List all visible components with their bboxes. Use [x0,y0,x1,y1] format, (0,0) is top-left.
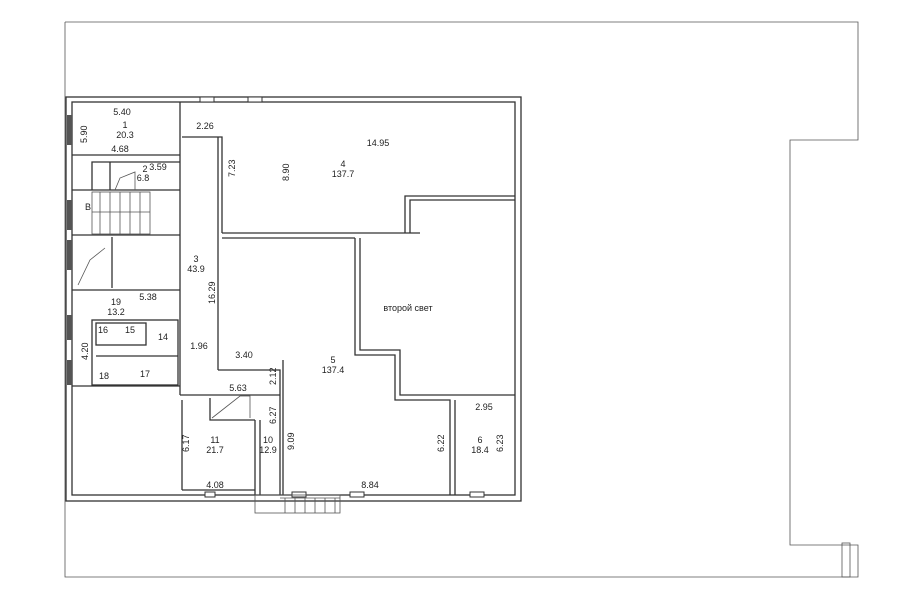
dimension-label: 7.23 [227,159,237,177]
site-boundary [64,21,859,578]
room-17-number: 17 [140,369,150,379]
room-2-number: 2 [142,164,147,174]
room-15-number: 15 [125,325,135,335]
dimension-label: 4.20 [80,342,90,360]
room-1-area: 20.3 [116,130,134,140]
room-4-area: 137.7 [332,169,355,179]
dimension-label: 5.63 [229,383,247,393]
dimension-label: 2.95 [475,402,493,412]
room-5-area: 137.4 [322,365,345,375]
room-11-area: 21.7 [206,445,224,455]
dimension-label: 3.59 [149,162,167,172]
room-6-number: 6 [477,435,482,445]
dimension-label: 14.95 [367,138,390,148]
room-10-number: 10 [263,435,273,445]
room-19-number: 19 [111,297,121,307]
room-11-number: 11 [210,435,219,445]
dimension-label: 5.38 [139,292,157,302]
dimension-label: 4.08 [206,480,224,490]
dimension-label: 6.23 [495,434,505,452]
dimension-label: 1.96 [190,341,208,351]
dimension-label: 6.17 [181,434,191,452]
room-10-area: 12.9 [259,445,277,455]
dimension-label: 8.90 [281,163,291,181]
room-4-number: 4 [340,159,345,169]
second-light-label: второй свет [383,303,432,313]
dimension-label: 9.09 [286,432,296,450]
dimension-label: 2.26 [196,121,214,131]
room-16-number: 16 [98,325,108,335]
interior-walls [72,102,515,495]
dimension-label: 2.12 [268,367,278,385]
dimension-label: 8.84 [361,480,379,490]
stair-label: B [85,202,91,212]
dimension-label: 16.29 [207,281,217,304]
stairs [77,171,341,514]
dimension-label: 4.68 [111,144,129,154]
dimension-label: 5.90 [79,125,89,143]
dimension-label: 6.27 [268,406,278,424]
entrance-detail [841,542,851,578]
room-19-area: 13.2 [107,307,125,317]
room-1-number: 1 [122,120,127,130]
dimension-labels: 5.40 5.90 4.68 3.59 2.26 7.23 8.90 14.95… [79,107,505,490]
room-labels: 1 20.3 2 6.8 3 43.9 4 137.7 5 137.4 6 18… [85,120,489,455]
room-14-number: 14 [158,332,168,342]
dimension-label: 6.22 [436,434,446,452]
room-5-number: 5 [330,355,335,365]
room-2-area: 6.8 [137,173,150,183]
room-18-number: 18 [99,371,109,381]
room-3-number: 3 [193,254,198,264]
room-3-area: 43.9 [187,264,205,274]
room-6-area: 18.4 [471,445,489,455]
dimension-label: 3.40 [235,350,253,360]
dimension-label: 5.40 [113,107,131,117]
